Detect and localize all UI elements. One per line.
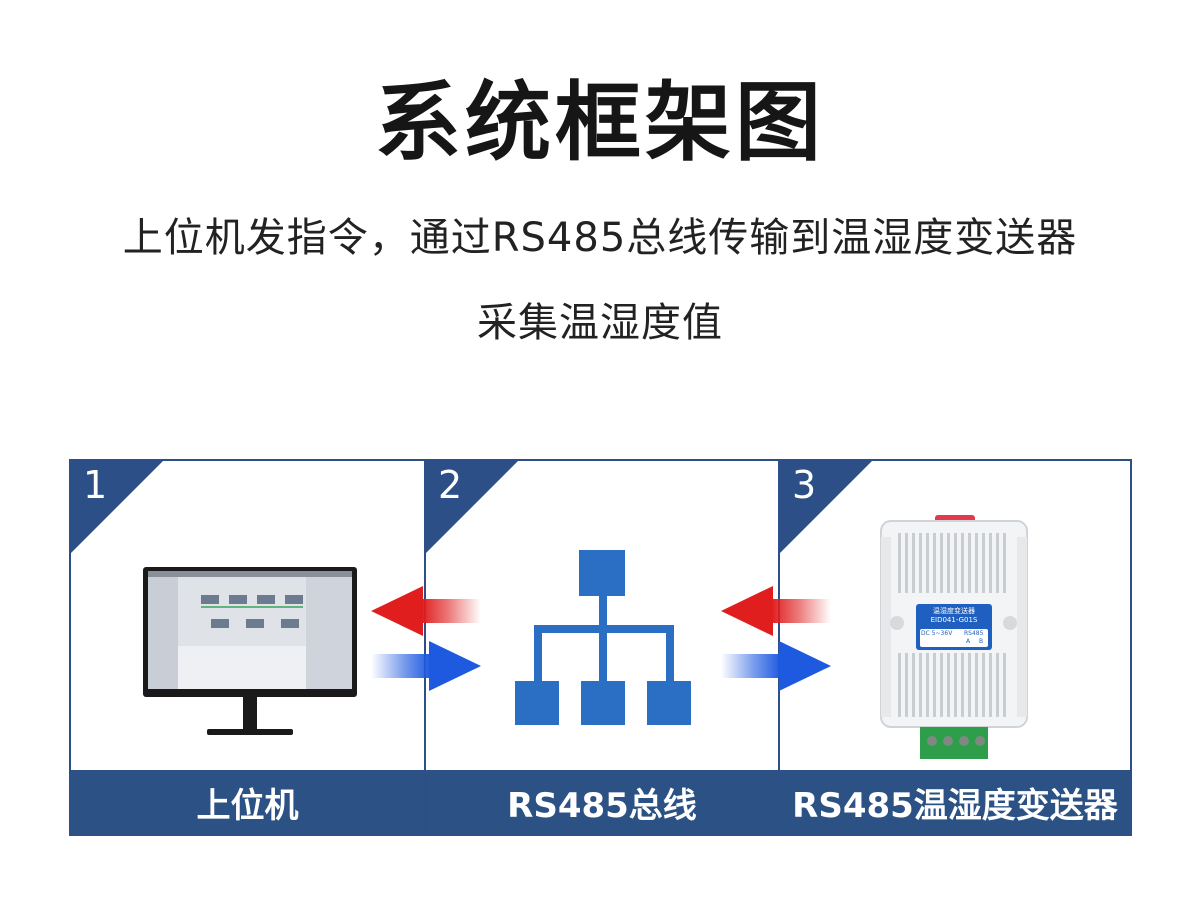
- device-bus-label: RS485: [964, 630, 984, 637]
- panel-number: 1: [83, 463, 108, 507]
- corner-badge: [426, 461, 518, 553]
- panel-number: 2: [438, 463, 463, 507]
- arrow-group-1-2: [371, 586, 481, 691]
- device-terminal-a: A: [966, 638, 971, 645]
- arrow-left-red: [721, 586, 831, 636]
- network-icon: [515, 550, 691, 725]
- panel-label: RS485总线: [426, 770, 778, 834]
- panel-transmitter: 3: [780, 461, 1130, 834]
- panel-label: RS485温湿度变送器: [780, 770, 1130, 834]
- page-title: 系统框架图: [375, 73, 825, 173]
- arrow-right-blue: [721, 641, 831, 691]
- panel-label: 上位机: [71, 770, 424, 834]
- device-name: 温湿度变送器: [933, 607, 975, 615]
- monitor-icon: [143, 567, 357, 735]
- transmitter-device-icon: [880, 515, 1028, 759]
- subtitle-line-2: 采集温湿度值: [477, 300, 723, 346]
- corner-badge: [780, 461, 872, 553]
- subtitle-line-1: 上位机发指令，通过RS485总线传输到温湿度变送器: [122, 215, 1078, 261]
- panel-host-computer: 1 上位机: [71, 461, 426, 834]
- arrow-right-blue: [371, 641, 481, 691]
- panel-number: 3: [792, 463, 817, 507]
- arrow-left-red: [371, 586, 481, 636]
- device-terminal-b: B: [979, 638, 984, 645]
- arrow-group-2-3: [721, 586, 831, 691]
- device-model: EID041-G01S: [930, 616, 978, 624]
- device-power-label: DC 5~36V: [921, 630, 953, 637]
- diagram-frame: 1 上位机 2: [69, 459, 1132, 836]
- corner-badge: [71, 461, 163, 553]
- panel-rs485-bus: 2 RS485总线: [426, 461, 780, 834]
